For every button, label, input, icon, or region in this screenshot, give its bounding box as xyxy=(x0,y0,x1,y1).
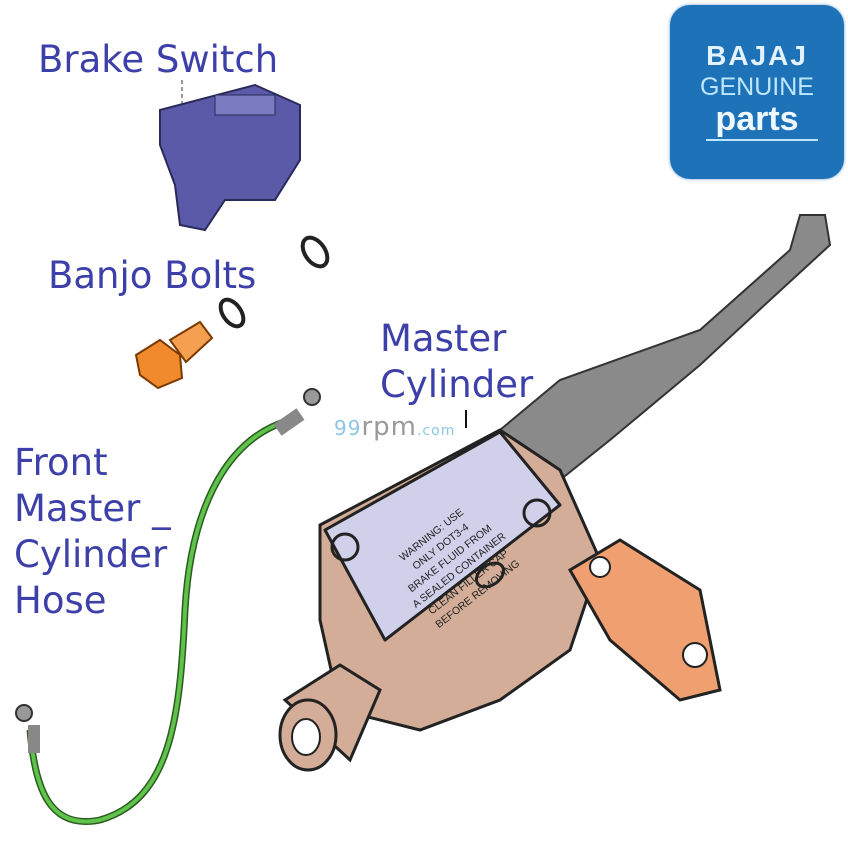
bajaj-genuine-parts-logo: BAJAJ GENUINE parts xyxy=(670,5,844,179)
brake-lever-part xyxy=(498,214,832,482)
label-banjo-bolts: Banjo Bolts xyxy=(48,254,257,297)
watermark-digits: 99 xyxy=(334,416,362,440)
label-line: Cylinder xyxy=(380,363,534,406)
logo-parts: parts xyxy=(715,100,799,138)
watermark-domain: .com xyxy=(416,423,456,439)
front-master-cylinder-hose-part xyxy=(15,388,321,825)
label-brake-switch: Brake Switch xyxy=(38,38,279,81)
watermark: 99rpm.com xyxy=(334,414,455,444)
label-line: Master _ xyxy=(14,487,171,530)
label-master-cylinder: Master Cylinder xyxy=(380,316,533,408)
label-line: Front xyxy=(14,441,108,484)
logo-brand: BAJAJ xyxy=(706,40,808,71)
logo-underline xyxy=(706,139,818,141)
label-line: Hose xyxy=(14,579,107,622)
label-hose: Front Master _ Cylinder Hose xyxy=(14,440,171,624)
label-line: Cylinder xyxy=(14,533,168,576)
watermark-rpm: rpm xyxy=(361,412,417,442)
logo-genuine: GENUINE xyxy=(700,73,814,101)
brake-switch-part xyxy=(159,80,301,232)
banjo-bolt-part xyxy=(134,320,214,390)
washer-top xyxy=(300,235,330,269)
label-line: Master xyxy=(380,317,507,360)
washer-bottom xyxy=(218,297,246,329)
master-cylinder-part xyxy=(278,428,722,772)
